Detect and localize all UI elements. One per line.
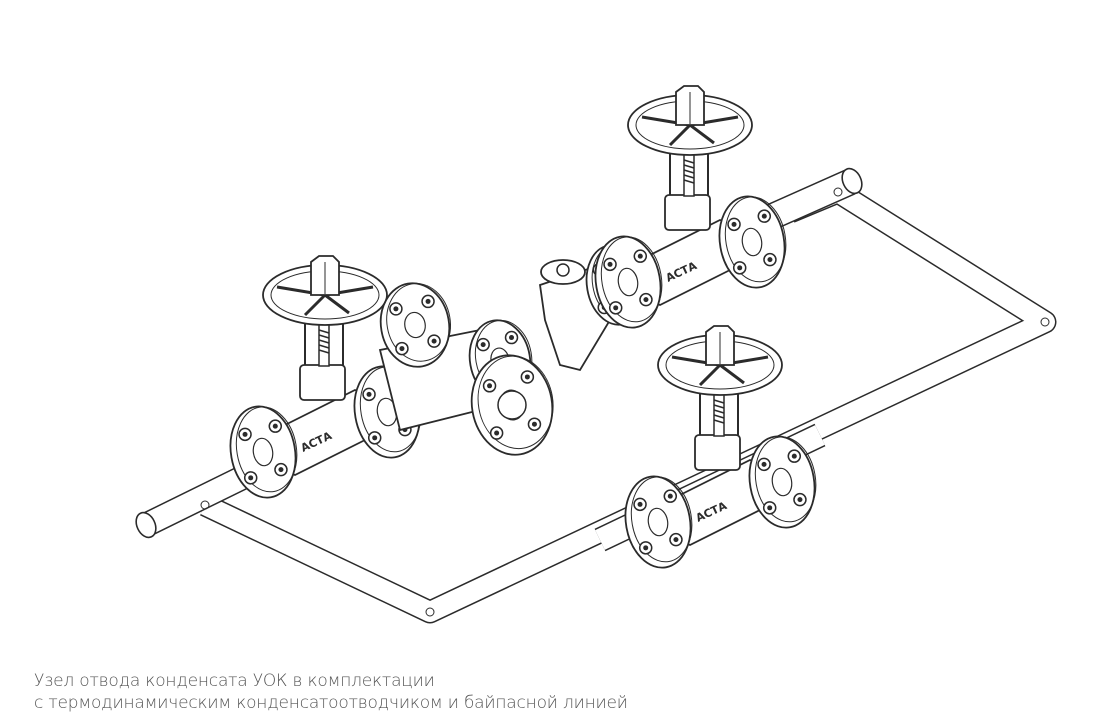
pipe-elbow xyxy=(1040,317,1050,327)
trap-cap xyxy=(540,259,586,285)
valve-outlet-flange xyxy=(748,435,817,529)
figure-caption: Узел отвода конденсата УОК в комплектаци… xyxy=(34,670,628,714)
stem-thread xyxy=(318,349,330,354)
stem-thread xyxy=(713,404,725,409)
bolt-nut xyxy=(399,346,405,352)
bolt-nut xyxy=(761,213,767,219)
valve-inlet-flange xyxy=(229,405,298,499)
strainer-sight-port xyxy=(497,390,527,420)
stem-thread xyxy=(713,414,725,419)
bolt-nut xyxy=(637,501,643,507)
caption-line-2: с термодинамическим конденсатоотводчиком… xyxy=(34,693,628,713)
handwheel-spoke xyxy=(324,293,350,315)
bypass-pipeline xyxy=(135,167,1057,624)
valve-inlet-flange xyxy=(624,475,693,569)
lower-globe-valve: АСТА xyxy=(624,325,817,569)
bolt-nut xyxy=(487,383,493,389)
strainer-top-flange xyxy=(379,282,451,368)
stem-thread xyxy=(683,164,695,169)
bolt-nut xyxy=(767,257,773,263)
valve-bonnet xyxy=(299,364,346,401)
bolt-nut xyxy=(509,335,515,341)
trap-cap-mark xyxy=(556,263,570,277)
bolt-nut xyxy=(480,342,486,348)
bolt-nut xyxy=(643,545,649,551)
bolt-nut xyxy=(673,537,679,543)
bolt-nut xyxy=(797,497,803,503)
stem-thread xyxy=(683,159,695,164)
bolt-nut xyxy=(248,475,254,481)
handwheel-spoke xyxy=(698,363,722,387)
stem-thread xyxy=(683,169,695,174)
bolt-nut xyxy=(278,467,284,473)
upper-globe-valve: АСТА xyxy=(594,85,787,329)
pipe-elbow xyxy=(200,500,210,510)
stem-thread xyxy=(713,419,725,424)
stem-thread xyxy=(713,409,725,414)
bolt-nut xyxy=(637,253,643,259)
strainer-tee xyxy=(378,282,554,456)
bolt-nut xyxy=(372,435,378,441)
handwheel-spoke xyxy=(719,363,745,385)
bolt-nut xyxy=(643,297,649,303)
stem-thread xyxy=(683,179,695,184)
valve-bonnet xyxy=(664,194,711,231)
left-globe-valve: АСТА xyxy=(229,255,422,499)
handwheel-spoke xyxy=(689,123,715,145)
bolt-nut xyxy=(242,431,248,437)
outlet-pipe-end xyxy=(841,167,863,195)
bolt-nut xyxy=(667,493,673,499)
bolt-nut xyxy=(272,423,278,429)
valve-inlet-flange xyxy=(594,235,663,329)
bolt-nut xyxy=(731,221,737,227)
stem-thread xyxy=(318,334,330,339)
handwheel-spoke xyxy=(303,293,327,317)
bolt-nut xyxy=(393,306,399,312)
stem-thread xyxy=(713,399,725,404)
bolt-nut xyxy=(531,421,537,427)
bolt-nut xyxy=(524,374,530,380)
bolt-nut xyxy=(431,338,437,344)
stem-thread xyxy=(318,329,330,334)
bolt-nut xyxy=(607,261,613,267)
stem-thread xyxy=(318,339,330,344)
bolt-nut xyxy=(494,430,500,436)
valve-bonnet xyxy=(694,434,741,471)
stem-thread xyxy=(683,174,695,179)
bolt-nut xyxy=(791,453,797,459)
bolt-nut xyxy=(767,505,773,511)
pipe-elbow xyxy=(425,607,435,617)
bolt-nut xyxy=(366,391,372,397)
bolt-nut xyxy=(761,461,767,467)
stem-thread xyxy=(318,344,330,349)
inlet-pipe-end xyxy=(135,511,157,539)
bolt-nut xyxy=(425,298,431,304)
pipe-elbow xyxy=(833,187,843,197)
caption-line-1: Узел отвода конденсата УОК в комплектаци… xyxy=(34,671,435,691)
valve-outlet-flange xyxy=(718,195,787,289)
bolt-nut xyxy=(737,265,743,271)
handwheel-spoke xyxy=(668,123,692,147)
bolt-nut xyxy=(613,305,619,311)
